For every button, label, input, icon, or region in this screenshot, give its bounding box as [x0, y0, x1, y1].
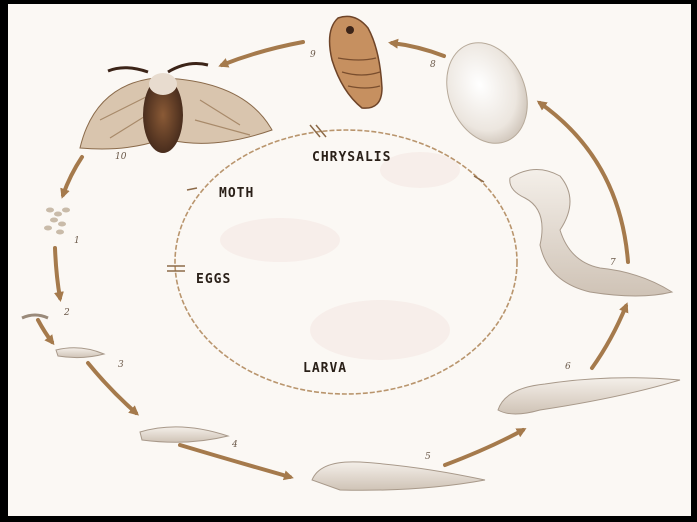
figure-number-4: 4 — [232, 440, 238, 450]
figure-number-5: 5 — [425, 452, 431, 462]
arrow-cocoon-to-chrysalis — [392, 43, 444, 56]
arrow-chrysalis-to-moth — [222, 42, 303, 65]
figure-number-8: 8 — [430, 60, 436, 70]
arrow-larva5-to-larva6 — [592, 306, 626, 368]
figure-number-7: 7 — [610, 258, 616, 268]
moth-illustration — [80, 64, 272, 153]
figure-number-3: 3 — [118, 360, 124, 370]
eggs-illustration — [44, 208, 70, 235]
cocoon-illustration — [432, 31, 541, 156]
label-moth: MOTH — [219, 186, 254, 201]
arrow-larva4-to-larva5 — [445, 430, 523, 465]
label-chrysalis: CHRYSALIS — [312, 150, 391, 165]
arrow-larva1-to-larva2 — [38, 320, 52, 342]
chrysalis-illustration — [330, 16, 382, 108]
background-tint — [220, 152, 460, 360]
larva-stage-1 — [22, 315, 48, 318]
arrow-larva2-to-larva3 — [88, 363, 136, 413]
arrow-eggs-to-larva1 — [55, 248, 60, 298]
label-larva: LARVA — [303, 361, 347, 376]
larva-stage-5 — [498, 378, 680, 414]
arrow-moth-to-eggs — [63, 157, 82, 195]
larva-stage-4 — [312, 462, 485, 490]
figure-number-1: 1 — [74, 236, 80, 246]
figure-number-2: 2 — [64, 308, 70, 318]
larva-stage-6 — [510, 169, 672, 296]
larva-stage-3 — [140, 427, 228, 442]
figure-number-9: 9 — [310, 50, 316, 60]
larva-stage-2 — [56, 348, 104, 358]
figure-number-6: 6 — [565, 362, 571, 372]
label-eggs: EGGS — [196, 272, 231, 287]
figure-number-10: 10 — [115, 152, 126, 162]
